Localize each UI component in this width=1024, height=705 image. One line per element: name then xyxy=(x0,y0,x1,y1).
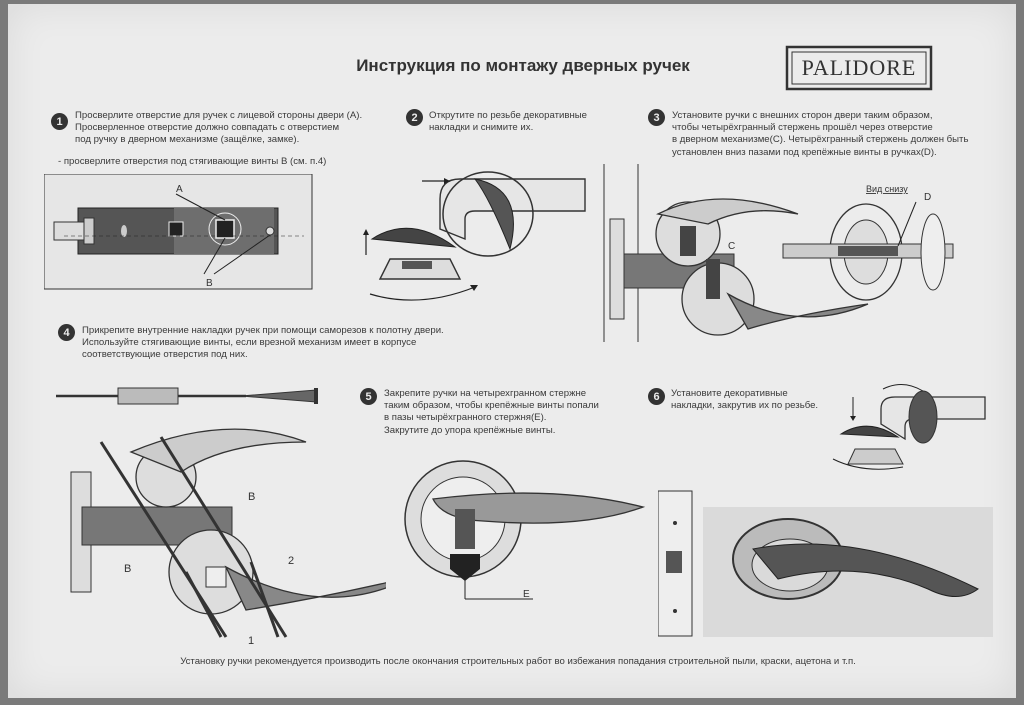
step-3-badge: 3 xyxy=(648,109,665,126)
label-e: E xyxy=(523,589,530,600)
step-1-badge: 1 xyxy=(51,113,68,130)
step-5-badge: 5 xyxy=(360,388,377,405)
label-c: C xyxy=(728,241,735,252)
label-b-right: B xyxy=(248,491,255,503)
page-title: Инструкция по монтажу дверных ручек xyxy=(356,56,690,75)
step-1-text: Просверлите отверстие для ручек с лицево… xyxy=(75,110,363,146)
footer-note: Установку ручки рекомендуется производит… xyxy=(180,656,856,667)
step-1-note: - просверлите отверстия под стягивающие … xyxy=(58,156,327,167)
step-5-text: Закрепите ручки на четырехгранном стержн… xyxy=(384,388,599,436)
step-4-text: Прикрепите внутренние накладки ручек при… xyxy=(82,325,444,361)
logo-frame xyxy=(785,45,933,91)
step-6-badge: 6 xyxy=(648,388,665,405)
step-3-figure: C Вид снизу D xyxy=(598,164,988,349)
step-2-badge: 2 xyxy=(406,109,423,126)
label-b-left: B xyxy=(124,563,131,575)
label-b: B xyxy=(206,278,213,289)
instruction-sheet: Инструкция по монтажу дверных ручек PALI… xyxy=(8,4,1016,698)
label-2: 2 xyxy=(288,555,294,567)
step-3-text: Установите ручки с внешних сторон двери … xyxy=(672,110,969,158)
label-1: 1 xyxy=(248,635,254,647)
brand-logo: PALIDORE xyxy=(784,44,934,92)
step-2-figure xyxy=(350,159,590,314)
label-a: A xyxy=(176,184,183,195)
step-4-figure: B B 2 1 xyxy=(46,382,412,657)
step-6-figure xyxy=(813,379,1003,479)
step-5-figure: E xyxy=(403,459,663,614)
label-d: D xyxy=(924,192,931,203)
step-6-door-figure xyxy=(657,489,993,644)
bottom-view-label: Вид снизу xyxy=(866,184,908,194)
brand-name: PALIDORE xyxy=(801,55,917,80)
step-1-figure: A B xyxy=(43,173,324,299)
step-4-badge: 4 xyxy=(58,324,75,341)
step-6-text: Установите декоративные накладки, закрут… xyxy=(671,388,819,412)
step-2-text: Открутите по резьбе декоративные накладк… xyxy=(429,110,587,134)
